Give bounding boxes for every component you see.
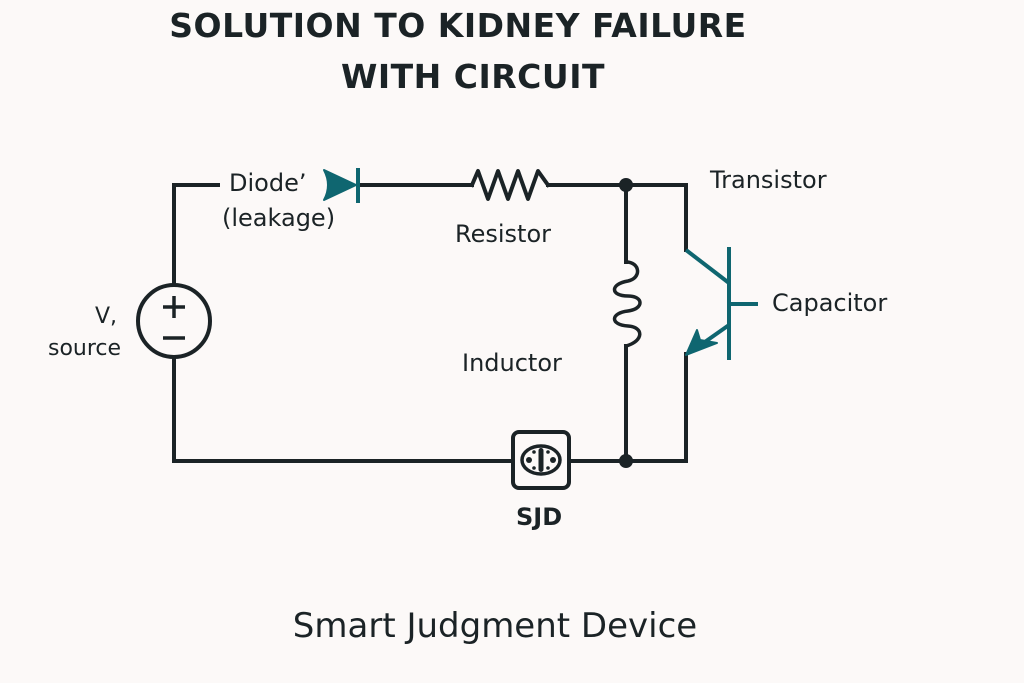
transistor-collector-lead <box>684 248 731 285</box>
diagram-caption: Smart Judgment Device <box>292 606 698 646</box>
sjd-label: SJD <box>516 503 563 531</box>
junction-node-bottom <box>619 454 633 468</box>
sjd-icon-dot-bottomleft <box>532 466 536 470</box>
junction-node-top <box>619 178 633 192</box>
diode-symbol <box>323 168 360 203</box>
sjd-icon-dot-topright <box>546 450 550 454</box>
sjd-icon-dot-right <box>550 457 556 463</box>
sjd-icon-dot-topleft <box>532 450 536 454</box>
source-label: V, <box>95 304 118 329</box>
inductor-label: Inductor <box>462 349 562 377</box>
transistor-emitter-arrow-icon <box>685 329 718 356</box>
resistor-symbol <box>469 169 551 201</box>
sjd-icon-dot-bottomright <box>546 466 550 470</box>
plus-icon <box>163 296 185 318</box>
sjd-icon-dot-left <box>526 457 532 463</box>
diode-label: Diode’ <box>229 169 307 197</box>
capacitor-label: Capacitor <box>772 289 888 317</box>
resistor-label: Resistor <box>455 220 551 248</box>
source-sublabel: source <box>48 336 122 361</box>
sjd-box <box>511 430 571 490</box>
diode-triangle-icon <box>323 169 357 201</box>
sjd-icon-outline <box>520 444 562 476</box>
sjd-icon-center-bar <box>538 448 544 472</box>
diode-sublabel: (leakage) <box>222 204 336 232</box>
diagram-title-line-1: SOLUTION TO KIDNEY FAILURE <box>169 6 747 45</box>
transistor-label: Transistor <box>710 166 827 194</box>
voltage-source-symbol <box>136 283 212 359</box>
sjd-icon <box>520 444 562 476</box>
diagram-title-line-2: WITH CIRCUIT <box>340 57 605 96</box>
inductor-symbol <box>612 260 642 349</box>
